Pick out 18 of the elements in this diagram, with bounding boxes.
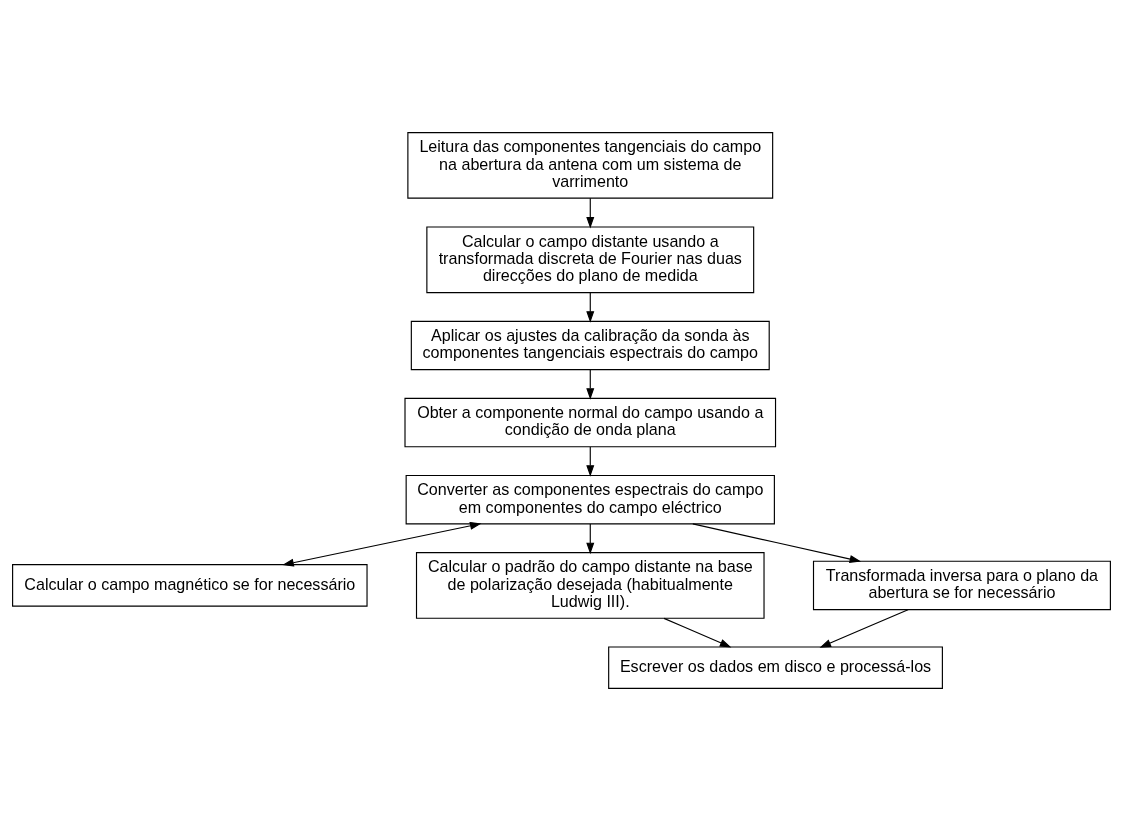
arrow [586, 291, 595, 323]
arrow [586, 368, 595, 400]
arrow [586, 445, 595, 477]
arrow [819, 608, 909, 648]
node-box: Transformada inversa para o plano da abertura se for necessário [812, 560, 1111, 610]
node-box: Obter a componente normal do campo usando a condição de onda plana [404, 397, 777, 447]
node-box: Converter as componentes espectrais do campo em componentes do campo eléctrico [405, 474, 775, 524]
arrow [663, 617, 732, 647]
node-box: Leitura das componentes tangenciais do campo na abertura da antena com um sistema de varrimento [407, 131, 774, 199]
arrow [282, 521, 482, 567]
node-box: Calcular o campo magnético se for necessário [12, 563, 368, 607]
arrow [586, 523, 595, 554]
node-box: Escrever os dados em disco e processá-los [608, 645, 943, 689]
arrow [692, 522, 862, 563]
node-box: Calcular o padrão do campo distante na base de polarização desejada (habitualmente Ludwig III). [415, 551, 765, 619]
node-box: Aplicar os ajustes da calibração da sonda às componentes tangenciais espectrais do campo [410, 320, 770, 370]
node-box: Calcular o campo distante usando a transformada discreta de Fourier nas duas direcções do plano de medida [426, 225, 755, 293]
arrow [586, 197, 595, 229]
